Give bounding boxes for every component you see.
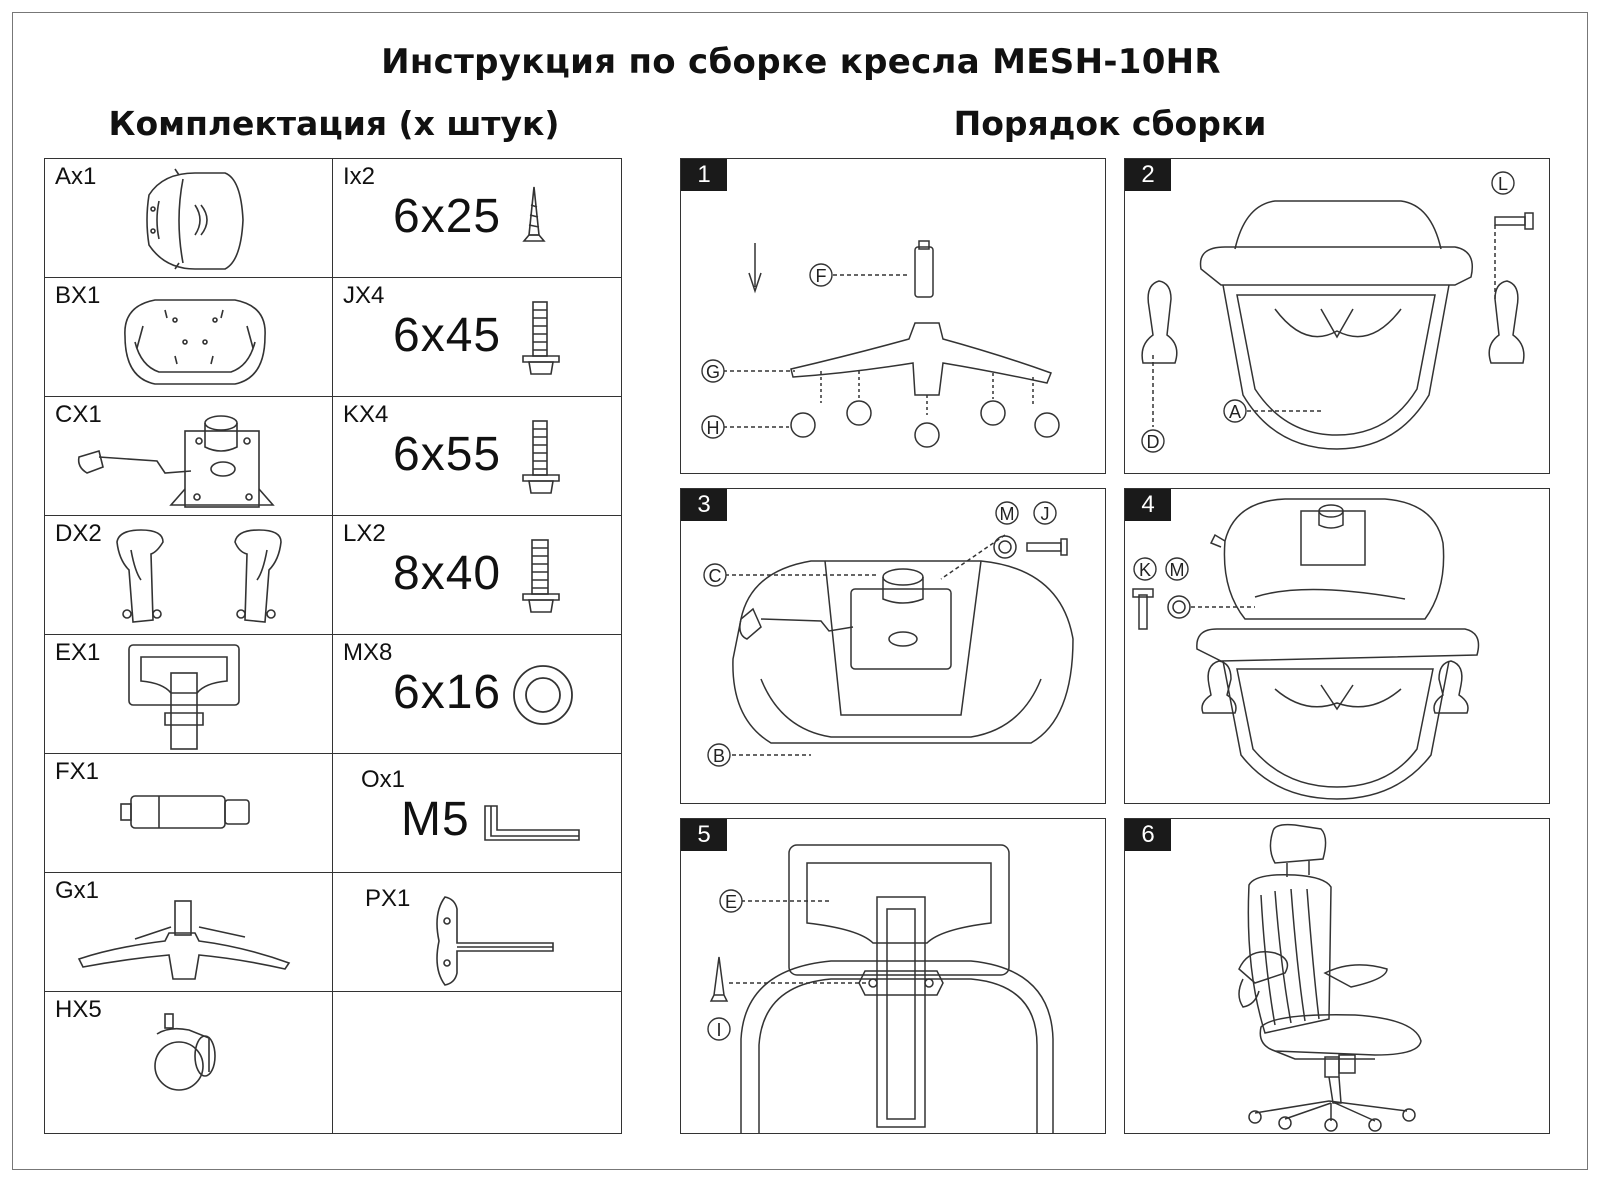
part-cell: LX2 8x40	[333, 516, 620, 638]
bolt-icon	[522, 539, 560, 613]
armrest-icon	[116, 529, 282, 623]
star-base-icon	[77, 900, 291, 980]
step-1-diagram	[723, 240, 1060, 448]
step-2-diagram	[1141, 200, 1534, 450]
part-label: Ax1	[55, 163, 97, 190]
bolt-icon	[522, 301, 560, 375]
step-number: 6	[1125, 819, 1171, 851]
step-number: 4	[1125, 489, 1171, 521]
parts-table: Ax1 Ix2 6x25 BX1 JX4 6x45	[44, 158, 622, 1134]
part-cell: MX8 6x16	[333, 635, 620, 757]
seat-base-icon	[124, 299, 266, 385]
wood-screw-icon	[709, 956, 729, 1002]
step-panel: 3 M J C B	[680, 488, 1106, 804]
part-cell: CX1	[45, 397, 332, 519]
table-divider	[45, 396, 621, 397]
part-cell: DX2	[45, 516, 332, 638]
step-5-diagram	[709, 844, 1054, 1133]
part-size: M5	[401, 793, 470, 846]
table-divider	[45, 277, 621, 278]
step-number: 2	[1125, 159, 1171, 191]
part-cell-empty	[333, 992, 620, 1114]
part-label: LX2	[343, 520, 386, 547]
page-frame	[12, 12, 1588, 1170]
table-divider	[45, 991, 621, 992]
part-label: Ix2	[343, 163, 376, 190]
step-panel: 4 K M	[1124, 488, 1550, 804]
part-size: 6x45	[393, 309, 502, 362]
part-cell: EX1	[45, 635, 332, 757]
part-cell: HX5	[45, 992, 332, 1114]
mechanism-icon	[77, 415, 275, 508]
t-wrench-icon	[436, 896, 554, 986]
part-cell: BX1	[45, 278, 332, 400]
table-divider	[45, 515, 621, 516]
part-label: JX4	[343, 282, 385, 309]
part-size: 8x40	[393, 547, 502, 600]
part-cell: JX4 6x45	[333, 278, 620, 400]
part-label: EX1	[55, 639, 101, 666]
hex-key-icon	[484, 805, 580, 841]
part-cell: Ax1	[45, 159, 332, 281]
part-label: MX8	[343, 639, 393, 666]
part-label: DX2	[55, 520, 102, 547]
page-title: Инструкция по сборке кресла MESH-10HR	[381, 42, 1221, 82]
table-divider	[45, 872, 621, 873]
steps-heading: Порядок сборки	[953, 104, 1267, 143]
part-label: HX5	[55, 996, 102, 1023]
step-panel: 1 F G H	[680, 158, 1106, 474]
part-label: CX1	[55, 401, 102, 428]
part-cell: Gx1	[45, 873, 332, 995]
step-3-diagram	[725, 534, 1074, 756]
table-divider	[332, 159, 333, 1133]
part-size: 6x55	[393, 428, 502, 481]
headrest-icon	[128, 644, 240, 750]
gas-lift-icon	[120, 795, 250, 829]
parts-heading: Комплектация (х штук)	[108, 104, 560, 143]
washer-icon	[513, 665, 573, 725]
part-cell: FX1	[45, 754, 332, 876]
part-size: 6x16	[393, 666, 502, 719]
part-cell: KX4 6x55	[333, 397, 620, 519]
part-label: Ox1	[361, 766, 406, 793]
part-label: KX4	[343, 401, 389, 428]
assembled-chair-icon	[1238, 823, 1422, 1132]
step-number: 3	[681, 489, 727, 521]
seat-back-icon	[146, 168, 244, 270]
down-arrow-icon	[748, 243, 762, 294]
table-divider	[45, 753, 621, 754]
step-panel: 6	[1124, 818, 1550, 1134]
part-cell: PX1	[333, 873, 620, 995]
part-label: BX1	[55, 282, 101, 309]
caster-icon	[154, 1013, 216, 1091]
part-cell: Ix2 6x25	[333, 159, 620, 281]
part-label: FX1	[55, 758, 100, 785]
bolt-icon	[522, 420, 560, 494]
part-label: Gx1	[55, 877, 100, 904]
step-panel: 2 L D A	[1124, 158, 1550, 474]
part-cell: Ox1 M5	[333, 754, 620, 876]
step-panel: 5 E I	[680, 818, 1106, 1134]
step-4-diagram	[1132, 498, 1480, 800]
step-number: 1	[681, 159, 727, 191]
step-number: 5	[681, 819, 727, 851]
part-label: PX1	[365, 885, 411, 912]
table-divider	[45, 634, 621, 635]
part-size: 6x25	[393, 190, 502, 243]
wood-screw-icon	[522, 186, 546, 242]
